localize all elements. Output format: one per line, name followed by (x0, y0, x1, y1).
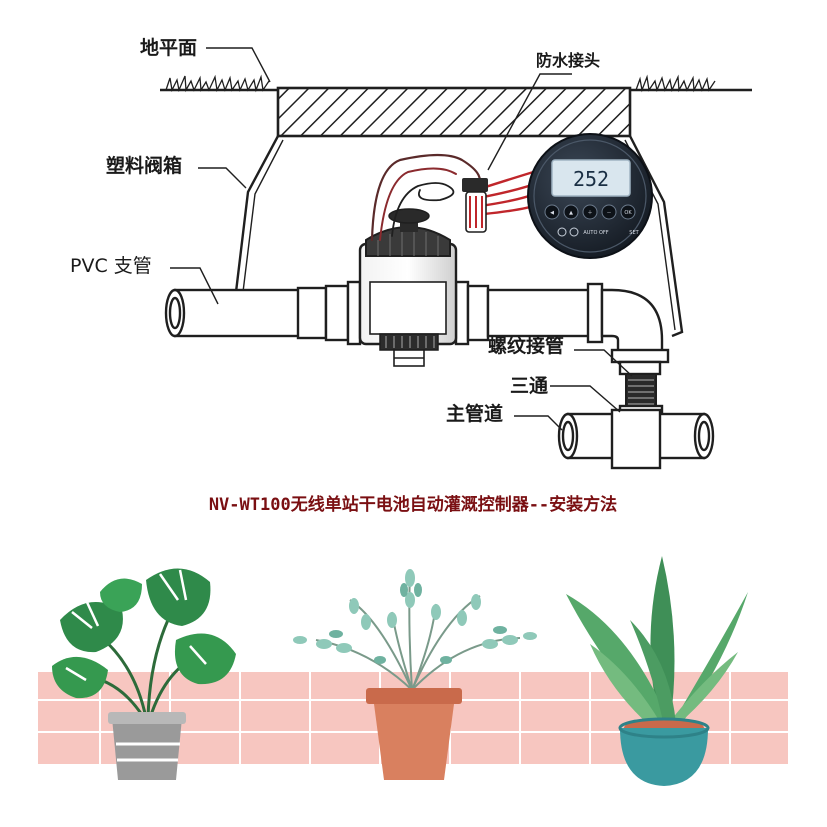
lcd-screen (551, 159, 631, 197)
pvc-branch-pipe (164, 280, 362, 346)
aloe-plant-icon (566, 556, 748, 786)
grass-icon (165, 74, 716, 93)
ground-surface (160, 74, 752, 138)
valve-box-lid (276, 86, 632, 138)
controller-bottom-text: AUTO OFF (583, 230, 608, 236)
diagram-title: NV-WT100无线单站干电池自动灌溉控制器--安装方法 (209, 494, 617, 515)
monstera-plant-icon (52, 568, 236, 780)
main-pipe-tee (557, 408, 715, 470)
label-pvc-branch: PVC 支管 (70, 255, 152, 277)
valve-box (196, 135, 684, 338)
outlet-pipe (454, 280, 670, 364)
label-threaded-connector: 螺纹接管 (488, 334, 564, 357)
power-icon (557, 227, 579, 237)
leader-lines (170, 47, 633, 431)
label-ground: 地平面 (140, 36, 197, 59)
label-valve-box: 塑料阀箱 (106, 154, 182, 177)
button-plus-label: ＋ (587, 210, 592, 216)
button-ok-label: OK (624, 210, 632, 216)
label-tee: 三通 (510, 375, 549, 397)
lcd-display-value: 252 (573, 167, 609, 191)
solenoid-valve (358, 208, 458, 367)
eucalyptus-plant-icon (293, 569, 537, 780)
label-main-pipe: 主管道 (446, 402, 503, 425)
button-up-label: ▲ (569, 210, 573, 216)
button-left-label: ◀ (550, 210, 554, 216)
controller-unit: 252 ◀ ▲ ＋ － OK AUTO OFF SET (527, 133, 653, 259)
label-waterproof-connector: 防水接头 (536, 51, 600, 70)
controller-set-text: SET (629, 230, 639, 236)
waterproof-connector (462, 178, 488, 233)
controller-buttons: ◀ ▲ ＋ － OK (544, 204, 636, 220)
button-minus-label: － (606, 210, 611, 216)
